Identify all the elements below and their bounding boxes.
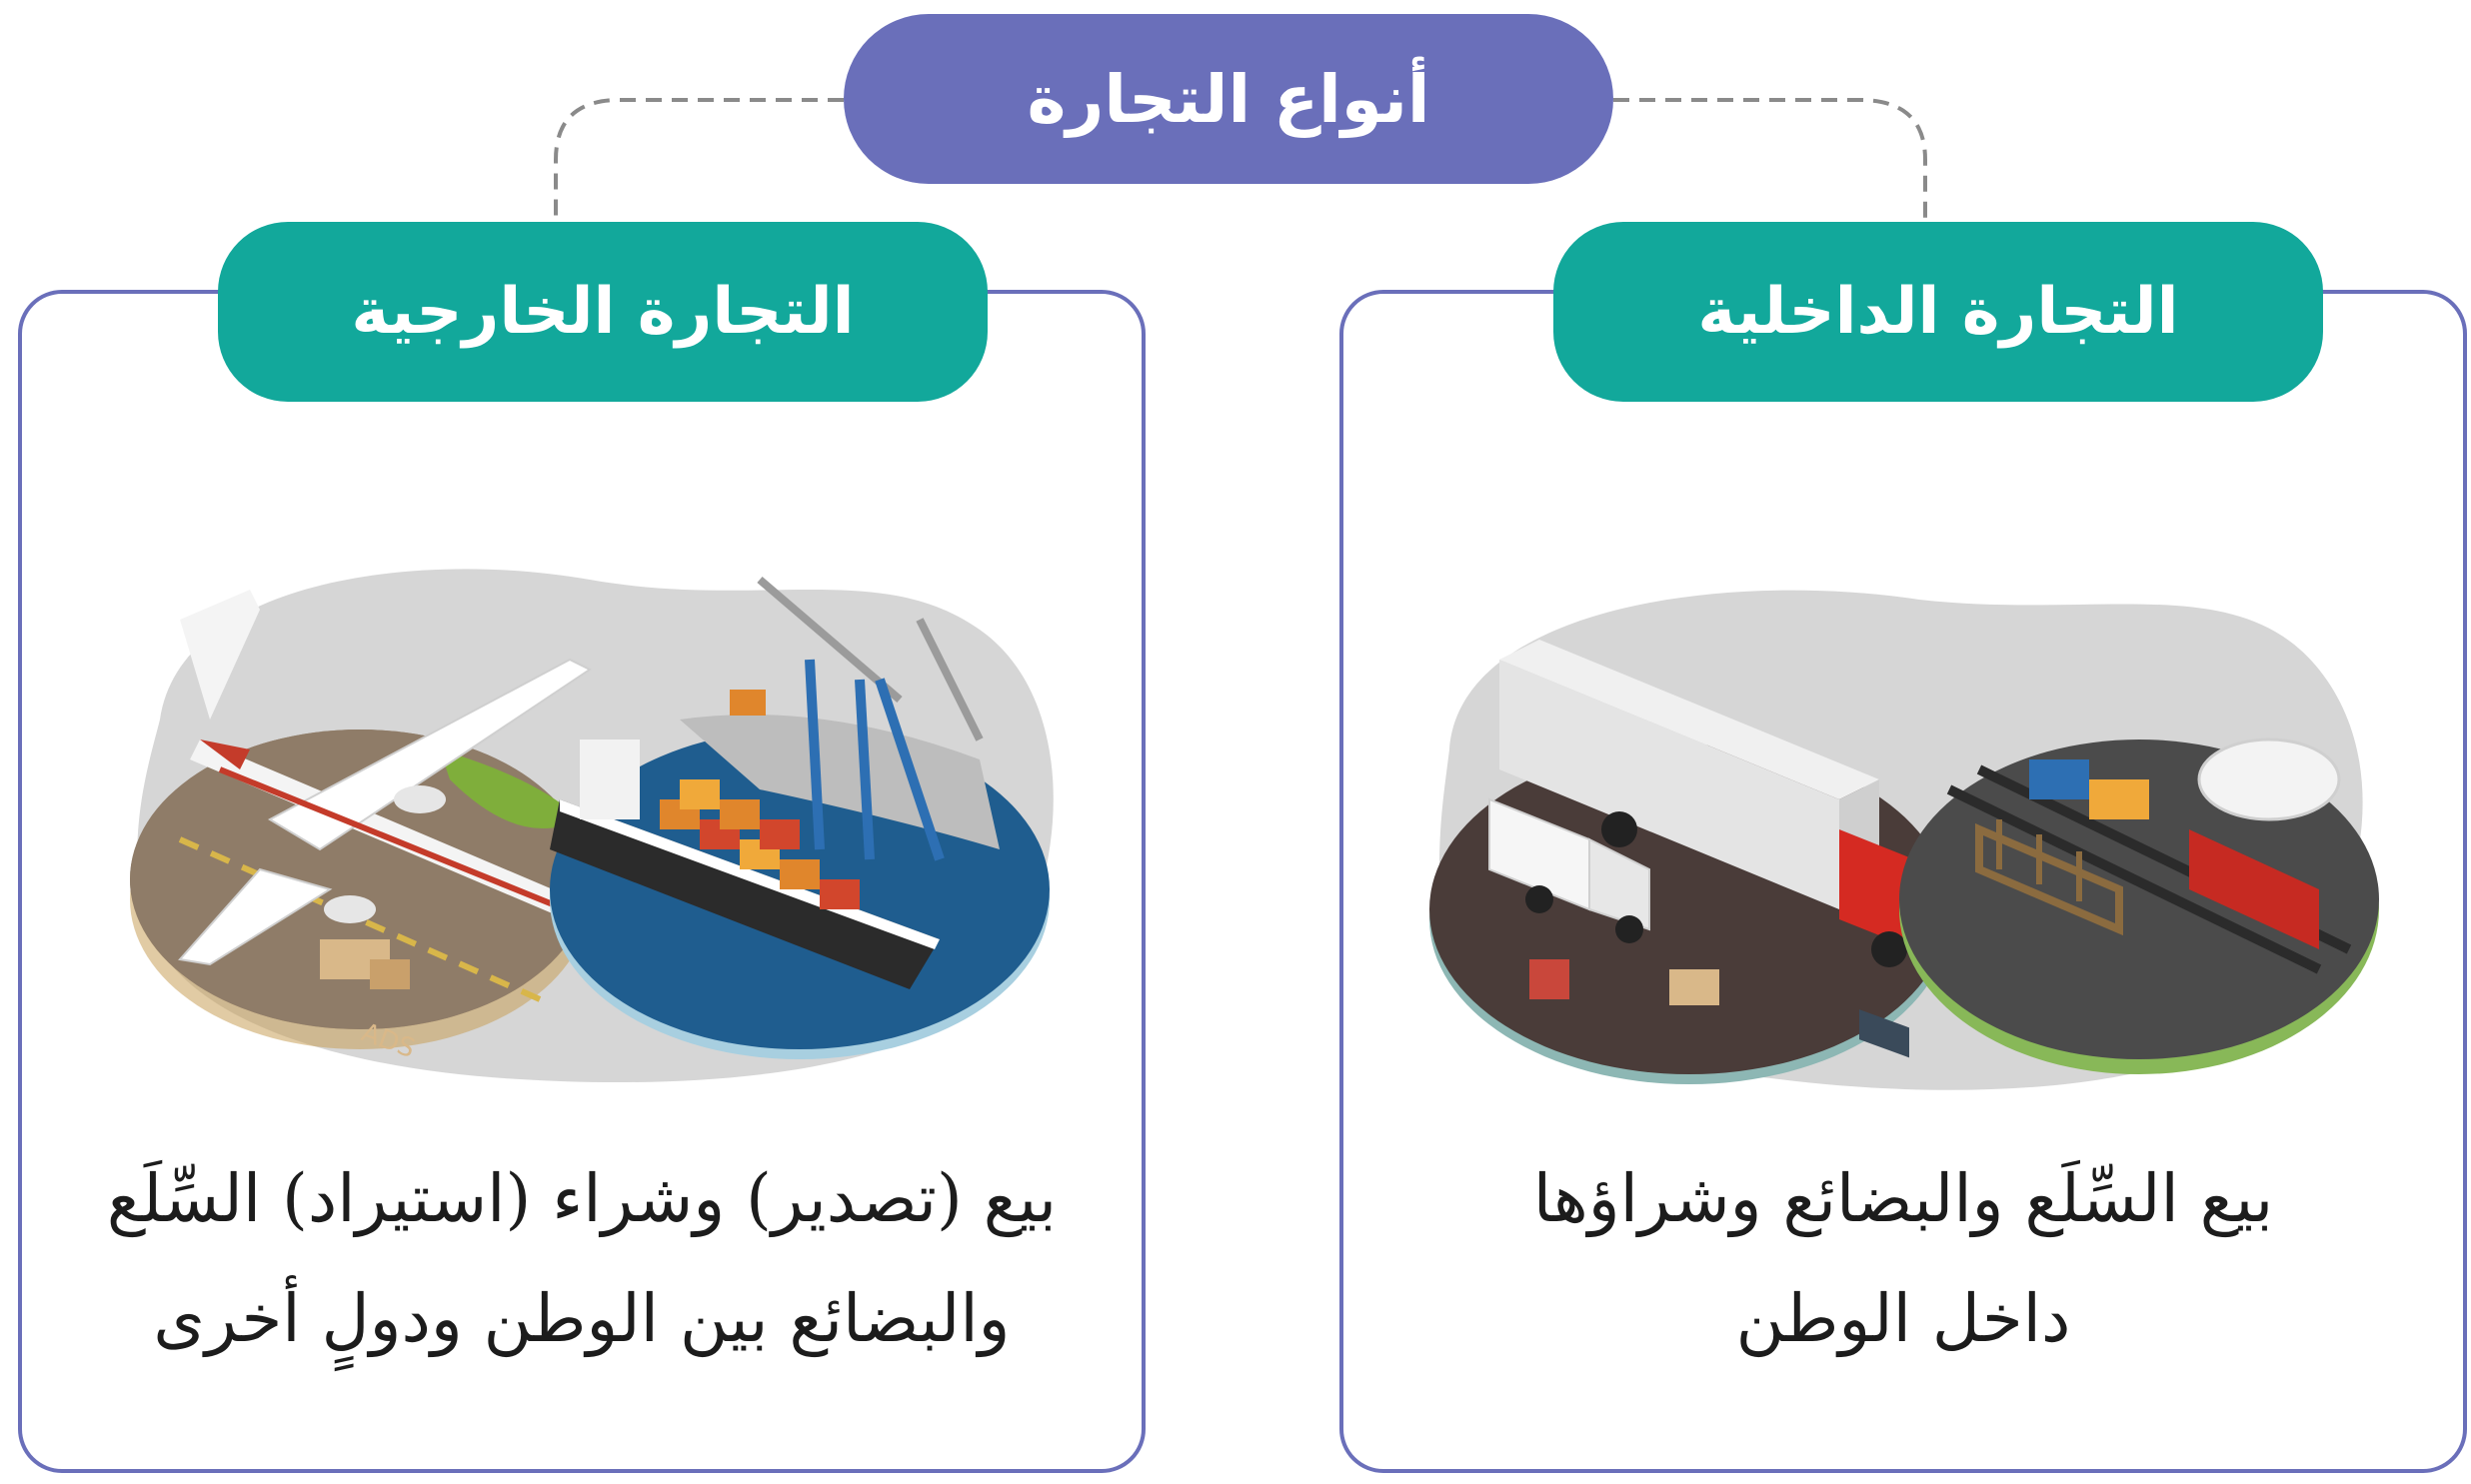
domestic-desc-line-2: داخل الوطن: [1735, 1280, 2071, 1357]
foreign-trade-description: بيع (تصدير) وشراء (استيراد) السِّلَع وال…: [18, 1139, 1146, 1379]
port-crane-icon: [730, 576, 984, 861]
foreign-trade-illustration: ADS: [130, 569, 1054, 1083]
root-label: أنواع التجارة: [1027, 60, 1430, 138]
cargo-ship-icon: [550, 715, 1050, 1059]
foreign-trade-title-label: التجارة الخارجية: [351, 275, 855, 349]
domestic-trade-title-label: التجارة الداخلية: [1697, 275, 2179, 349]
domestic-trade-illustration: [1429, 590, 2379, 1090]
foreign-desc-line-2: والبضائع بين الوطن ودولٍ أخرى: [153, 1280, 1011, 1357]
foreign-desc-line-1: بيع (تصدير) وشراء (استيراد) السِّلَع: [106, 1160, 1058, 1237]
domestic-trade-title: التجارة الداخلية: [1553, 222, 2323, 402]
train-icon: [1899, 738, 2379, 1074]
van-icon: [1488, 797, 1719, 1005]
foreign-trade-title: التجارة الخارجية: [218, 222, 988, 402]
domestic-desc-line-1: بيع السِّلَع والبضائع وشراؤها: [1532, 1160, 2274, 1237]
domestic-trade-description: بيع السِّلَع والبضائع وشراؤها داخل الوطن: [1339, 1139, 2467, 1379]
airplane-icon: ADS: [130, 590, 600, 1064]
root-node: أنواع التجارة: [844, 14, 1613, 184]
